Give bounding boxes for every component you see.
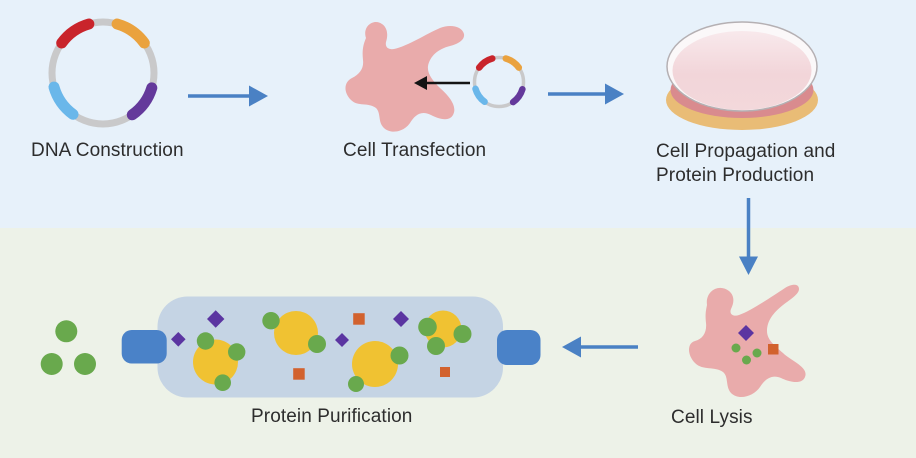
plasmid-icon-small	[472, 55, 526, 109]
plasmid-segment-purple	[126, 82, 158, 121]
protein-dot	[348, 376, 364, 392]
plasmid-segment-orange	[502, 55, 523, 71]
protein-dot	[308, 335, 326, 353]
protein-dot	[262, 312, 280, 330]
transfection-insertion-arrow	[414, 76, 470, 90]
protein-square	[353, 313, 365, 325]
protein-aggregate	[274, 311, 318, 355]
protein-dot	[196, 332, 215, 350]
protein-dot	[752, 348, 762, 358]
protein-dot	[453, 325, 472, 343]
cell-body	[689, 284, 806, 398]
protein-aggregate	[352, 341, 398, 387]
protein-square	[440, 367, 450, 377]
protein-dot	[418, 317, 437, 337]
arrow-head	[739, 256, 758, 275]
protein-dot	[55, 320, 78, 343]
protein-dot	[427, 337, 445, 355]
caption-dna-construction: DNA Construction	[31, 140, 184, 161]
plasmid-segment-purple	[509, 85, 526, 106]
protein-square	[768, 344, 779, 355]
protein-dot	[74, 353, 96, 375]
cell-body	[345, 21, 465, 132]
caption-protein-purification: Protein Purification	[251, 406, 413, 427]
plasmid-ring	[48, 18, 158, 128]
column-body	[157, 296, 503, 398]
caption-cell-propagation: Cell Propagation and Protein Production	[656, 140, 835, 187]
protein-dot	[742, 355, 751, 365]
protein-dot	[731, 343, 741, 353]
arrow-head	[249, 85, 268, 107]
arrow-head	[414, 76, 427, 90]
arrow-propagation-to-lysis	[739, 198, 758, 275]
plasmid-icon	[48, 18, 158, 128]
column-cap-right	[497, 330, 541, 365]
protein-dot	[228, 343, 246, 361]
arrow-lysis-to-purification	[562, 336, 638, 358]
plasmid-segment-red	[475, 55, 496, 71]
protein-diamond	[393, 311, 409, 327]
plasmid-segment-blue	[48, 81, 79, 120]
cell-icon-lysis	[689, 284, 806, 398]
arrow-dna-to-transfection	[188, 85, 268, 107]
plasmid-ring	[472, 55, 526, 109]
purified-protein-dots	[40, 320, 96, 375]
protein-dot	[390, 346, 409, 365]
caption-line: Protein Production	[656, 164, 815, 186]
plasmid-segment-blue	[472, 85, 488, 106]
protein-diamond	[335, 333, 349, 347]
protein-diamond	[171, 332, 186, 347]
protein-square	[293, 368, 305, 380]
plasmid-segment-orange	[111, 18, 150, 49]
purification-column-icon	[121, 296, 541, 398]
arrow-head	[605, 83, 624, 105]
petri-dish-icon	[666, 21, 818, 130]
protein-diamond	[207, 310, 225, 328]
cell-icon-transfection	[345, 21, 465, 132]
caption-cell-lysis: Cell Lysis	[671, 407, 753, 428]
protein-aggregate	[193, 339, 238, 385]
protein-dot	[214, 374, 231, 392]
plasmid-segment-red	[56, 18, 95, 49]
protein-diamond	[738, 325, 754, 341]
dish-media	[672, 31, 812, 110]
caption-cell-transfection: Cell Transfection	[343, 140, 487, 161]
protein-dot	[40, 353, 63, 375]
arrow-head	[562, 336, 581, 358]
caption-line: Cell Propagation and	[656, 141, 836, 162]
column-cap-left	[121, 330, 167, 364]
arrow-transfection-to-propagation	[548, 83, 624, 105]
